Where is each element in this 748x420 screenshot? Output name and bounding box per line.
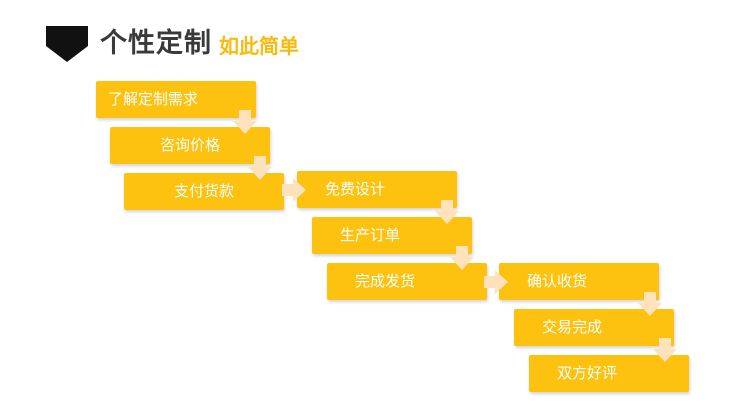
step-production: 生产订单 xyxy=(312,217,472,254)
right-arrow-icon xyxy=(282,178,306,202)
step-ask-price: 咨询价格 xyxy=(110,127,270,164)
heading-marker-icon xyxy=(46,26,88,62)
step-confirm-receipt: 确认收货 xyxy=(499,263,659,300)
step-pay: 支付货款 xyxy=(124,173,284,210)
down-arrow-icon xyxy=(638,292,662,316)
page-title: 个性定制 xyxy=(100,28,212,59)
step-transaction-complete: 交易完成 xyxy=(514,309,674,346)
page-subtitle: 如此简单 xyxy=(219,34,299,58)
down-arrow-icon xyxy=(233,110,257,134)
down-arrow-icon xyxy=(248,156,272,180)
right-arrow-icon xyxy=(484,270,508,294)
down-arrow-icon xyxy=(653,338,677,362)
step-free-design: 免费设计 xyxy=(297,171,457,208)
step-mutual-review: 双方好评 xyxy=(529,355,689,392)
down-arrow-icon xyxy=(450,246,474,270)
down-arrow-icon xyxy=(435,200,459,224)
step-understand-needs: 了解定制需求 xyxy=(96,81,256,118)
step-shipped: 完成发货 xyxy=(327,263,487,300)
